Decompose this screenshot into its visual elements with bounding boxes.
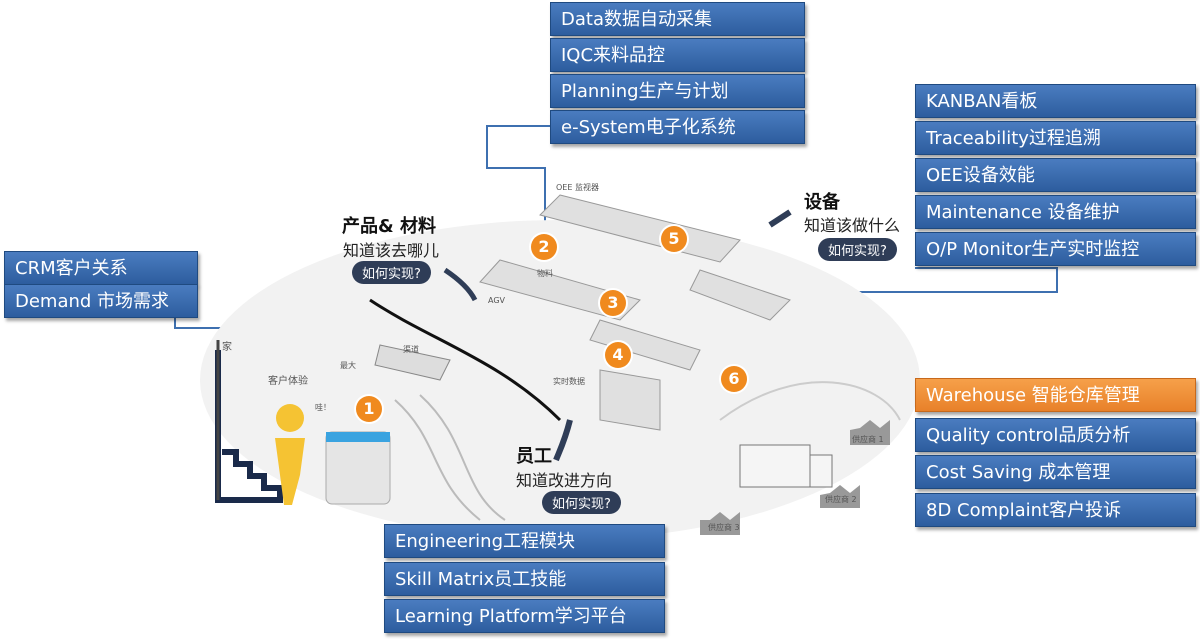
supplier-1-building (850, 420, 890, 445)
label-realtime-data: 实时数据 (553, 377, 585, 386)
staircase (215, 350, 283, 503)
callout-product-title: 产品& 材料 (342, 216, 436, 237)
marker-2: 2 (531, 234, 557, 260)
arrow-product (443, 267, 478, 302)
box-kanban[interactable]: KANBAN看板 (915, 84, 1196, 118)
customer-person (276, 404, 304, 432)
box-quality-control[interactable]: Quality control品质分析 (915, 418, 1196, 452)
label-wow: 哇！ (315, 403, 331, 412)
box-warehouse[interactable]: Warehouse 智能仓库管理 (915, 378, 1196, 412)
label-supplier-2: 供应商 2 (825, 495, 857, 504)
box-op-monitor[interactable]: O/P Monitor生产实时监控 (915, 232, 1196, 266)
road-curve-1 (394, 399, 481, 521)
callout-staff-title: 员工 (516, 446, 552, 467)
product-box-lid (326, 432, 390, 442)
box-crm[interactable]: CRM客户关系 (4, 251, 198, 285)
label-home: 家 (222, 342, 232, 353)
label-agv: AGV (488, 296, 506, 305)
box-engineering[interactable]: Engineering工程模块 (384, 524, 665, 558)
box-cost-saving[interactable]: Cost Saving 成本管理 (915, 455, 1196, 489)
truck-cab (809, 454, 833, 488)
box-8d-complaint[interactable]: 8D Complaint客户投诉 (915, 493, 1196, 527)
label-channel: 渠道 (403, 345, 419, 354)
box-traceability[interactable]: Traceability过程追溯 (915, 121, 1196, 155)
arrow-equipment (768, 209, 792, 228)
supplier-2-building (820, 485, 860, 508)
truck (739, 444, 811, 488)
box-skill-matrix[interactable]: Skill Matrix员工技能 (384, 562, 665, 596)
arrow-staff (553, 419, 573, 462)
road-curve-2 (419, 394, 506, 521)
callout-staff-subtitle: 知道改进方向 (516, 471, 613, 490)
box-iqc[interactable]: IQC来料品控 (550, 38, 805, 72)
truck-route (719, 381, 901, 421)
callout-equipment-subtitle: 知道该做什么 (804, 216, 901, 235)
box-oee[interactable]: OEE设备效能 (915, 158, 1196, 192)
marker-5: 5 (661, 226, 687, 252)
box-maintenance[interactable]: Maintenance 设备维护 (915, 195, 1196, 229)
supplier-3-building (700, 512, 740, 535)
label-supplier-1: 供应商 1 (852, 435, 884, 444)
box-demand[interactable]: Demand 市场需求 (4, 284, 198, 318)
box-data-collection[interactable]: Data数据自动采集 (550, 2, 805, 36)
channel-building (374, 344, 451, 381)
callout-equipment-title: 设备 (804, 192, 840, 213)
marker-6: 6 (721, 366, 747, 392)
box-esystem[interactable]: e-System电子化系统 (550, 110, 805, 144)
marker-3: 3 (600, 290, 626, 316)
marker-1: 1 (356, 396, 382, 422)
label-oee-monitor: OEE 监视器 (556, 183, 599, 192)
product-box (325, 431, 391, 505)
label-material: 物料 (537, 269, 553, 278)
label-supplier-3: 供应商 3 (708, 523, 740, 532)
callout-equipment-button[interactable]: 如何实现? (818, 238, 897, 261)
customer-body (275, 438, 305, 505)
callout-staff-button[interactable]: 如何实现? (542, 491, 621, 514)
box-planning[interactable]: Planning生产与计划 (550, 74, 805, 108)
label-max: 最大 (340, 361, 356, 370)
callout-product-subtitle: 知道该去哪儿 (343, 241, 440, 260)
callout-product-button[interactable]: 如何实现? (352, 261, 431, 284)
label-customer-experience: 客户体验 (268, 376, 308, 387)
marker-4: 4 (605, 342, 631, 368)
road-line (369, 298, 562, 422)
box-learning-platform[interactable]: Learning Platform学习平台 (384, 599, 665, 633)
